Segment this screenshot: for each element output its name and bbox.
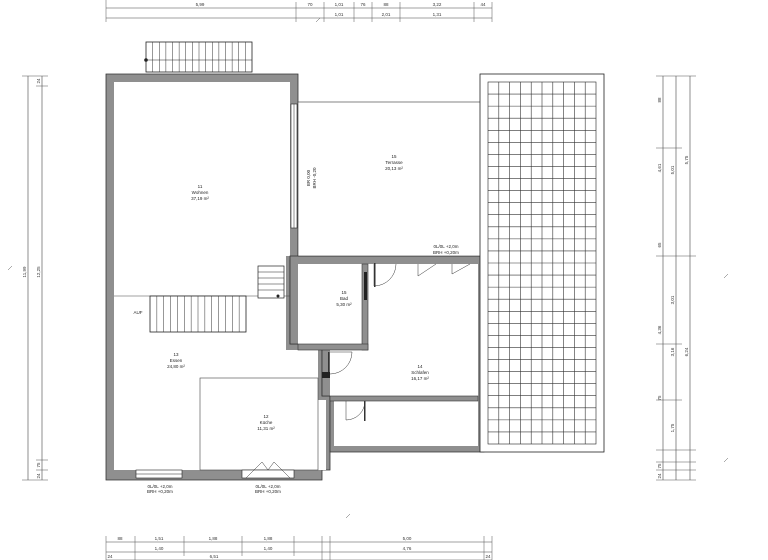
dim-text: 1,01 — [335, 2, 344, 7]
window-label: 0L/0L +2,0m — [434, 244, 459, 249]
window-label: 0L/0L +2,0m — [148, 484, 173, 489]
dim-text: 5,99 — [196, 2, 205, 7]
room-area: 20,13 m² — [385, 166, 403, 171]
room-number: 14 — [417, 364, 423, 369]
exterior-stair-top — [144, 41, 253, 73]
room-name: Schlafen — [411, 370, 429, 375]
dim-text: 1,40 — [264, 546, 273, 551]
dim-text: 6,51 — [210, 554, 219, 559]
dim-text: 3,22 — [433, 2, 442, 7]
room-area: 5,30 m² — [336, 302, 352, 307]
stair-label: AUF — [134, 310, 143, 315]
room-number: 13 — [173, 352, 179, 357]
dim-text: 1,88 — [264, 536, 273, 541]
room-name: Bad — [340, 296, 349, 301]
room-label-wohnen: 11 Wohnen 37,19 m² — [191, 184, 209, 201]
room-area: 24,80 m² — [167, 364, 185, 369]
dim-text: 24 — [657, 473, 662, 479]
dim-text: 75 — [36, 462, 41, 468]
dim-text: 24 — [36, 78, 41, 84]
left-dimension-chain: 11,99 12,25 24 75 24 — [22, 75, 48, 481]
dim-text: 12,25 — [36, 266, 41, 278]
room-number: 15 — [341, 290, 347, 295]
dim-text: 88 — [383, 2, 389, 7]
dim-text: 6,24 — [684, 347, 689, 356]
dim-text: 4,36 — [657, 325, 662, 334]
dim-text: 4,61 — [657, 163, 662, 172]
window-label: BRH +0,20m — [147, 489, 173, 494]
column-marker — [322, 372, 330, 378]
doors — [328, 263, 471, 421]
bottom-dimension-chain: 88 1,51 1,88 1,88 5,00 1,40 1,40 4,76 24… — [105, 536, 493, 560]
margin-tick — [345, 513, 351, 519]
dim-text: 24 — [36, 473, 41, 479]
dim-text: 5,01 — [670, 165, 675, 174]
bottom-windows — [135, 461, 295, 479]
dim-text: 3,01 — [670, 295, 675, 304]
room-name: Küche — [260, 420, 273, 425]
dim-text: 5,75 — [684, 155, 689, 164]
dim-text: 4,76 — [403, 546, 412, 551]
margin-tick — [723, 273, 729, 279]
deck-grid — [479, 73, 605, 453]
margin-tick — [7, 265, 13, 271]
right-dimension-chain: 88 4,61 65 4,36 75 75 24 5,01 3,01 3,16 … — [656, 75, 696, 481]
entrance-stair — [257, 265, 285, 299]
window-label: BRH -0,20 — [312, 167, 317, 189]
dim-text: 76 — [360, 2, 366, 7]
dim-text: 75 — [657, 395, 662, 401]
dim-text: 1,40 — [155, 546, 164, 551]
dim-text: 1,51 — [155, 536, 164, 541]
room-name: Terrasse — [385, 160, 403, 165]
room-area: 16,17 m² — [411, 376, 429, 381]
dim-text: 24 — [107, 554, 113, 559]
margin-tick — [723, 457, 729, 463]
room-label-bad: 15 Bad 5,30 m² — [336, 290, 352, 307]
room-label-kueche: 12 Küche 11,31 m² — [257, 414, 275, 431]
dim-text: 2,01 — [382, 12, 391, 17]
terrace-area — [297, 101, 483, 257]
room-label-essen: 13 Essen 24,80 m² — [167, 352, 185, 369]
dim-text: 1,31 — [433, 12, 442, 17]
interior-stair — [149, 295, 247, 333]
room-label-schlafen: 14 Schlafen 16,17 m² — [411, 364, 429, 381]
room-label-terrasse: 15 Terrasse 20,13 m² — [385, 154, 403, 171]
room-area: 37,19 m² — [191, 196, 209, 201]
room-area: 11,31 m² — [257, 426, 275, 431]
room-name: Wohnen — [192, 190, 209, 195]
window-label: BRH +0,20m — [433, 250, 459, 255]
top-dimension-chain: 5,99 70 1,01 76 88 3,22 44 1,01 2,01 1,3… — [105, 0, 493, 22]
dim-text: 3,16 — [670, 347, 675, 356]
dim-text: 44 — [480, 2, 486, 7]
window-label: BRH +0,20m — [255, 489, 281, 494]
dim-text: 5,00 — [403, 536, 412, 541]
dim-text: 1,75 — [670, 423, 675, 432]
dim-text: 88 — [657, 97, 662, 103]
dim-text: 11,99 — [22, 266, 27, 277]
wohnen-window-strip — [290, 103, 298, 229]
room-number: 15 — [391, 154, 397, 159]
dim-text: 65 — [657, 242, 662, 248]
dim-text: 70 — [307, 2, 313, 7]
room-name: Essen — [170, 358, 183, 363]
room-number: 11 — [198, 184, 203, 189]
margin-tick — [315, 17, 321, 23]
dim-text: 88 — [117, 536, 123, 541]
dim-text: 75 — [657, 463, 662, 469]
window-label: BR 0,00 — [306, 169, 311, 186]
dim-text: 1,88 — [209, 536, 218, 541]
dim-text: 1,01 — [335, 12, 344, 17]
room-number: 12 — [263, 414, 269, 419]
window-label: 0L/0L +2,0m — [256, 484, 281, 489]
dim-text: 24 — [485, 554, 491, 559]
